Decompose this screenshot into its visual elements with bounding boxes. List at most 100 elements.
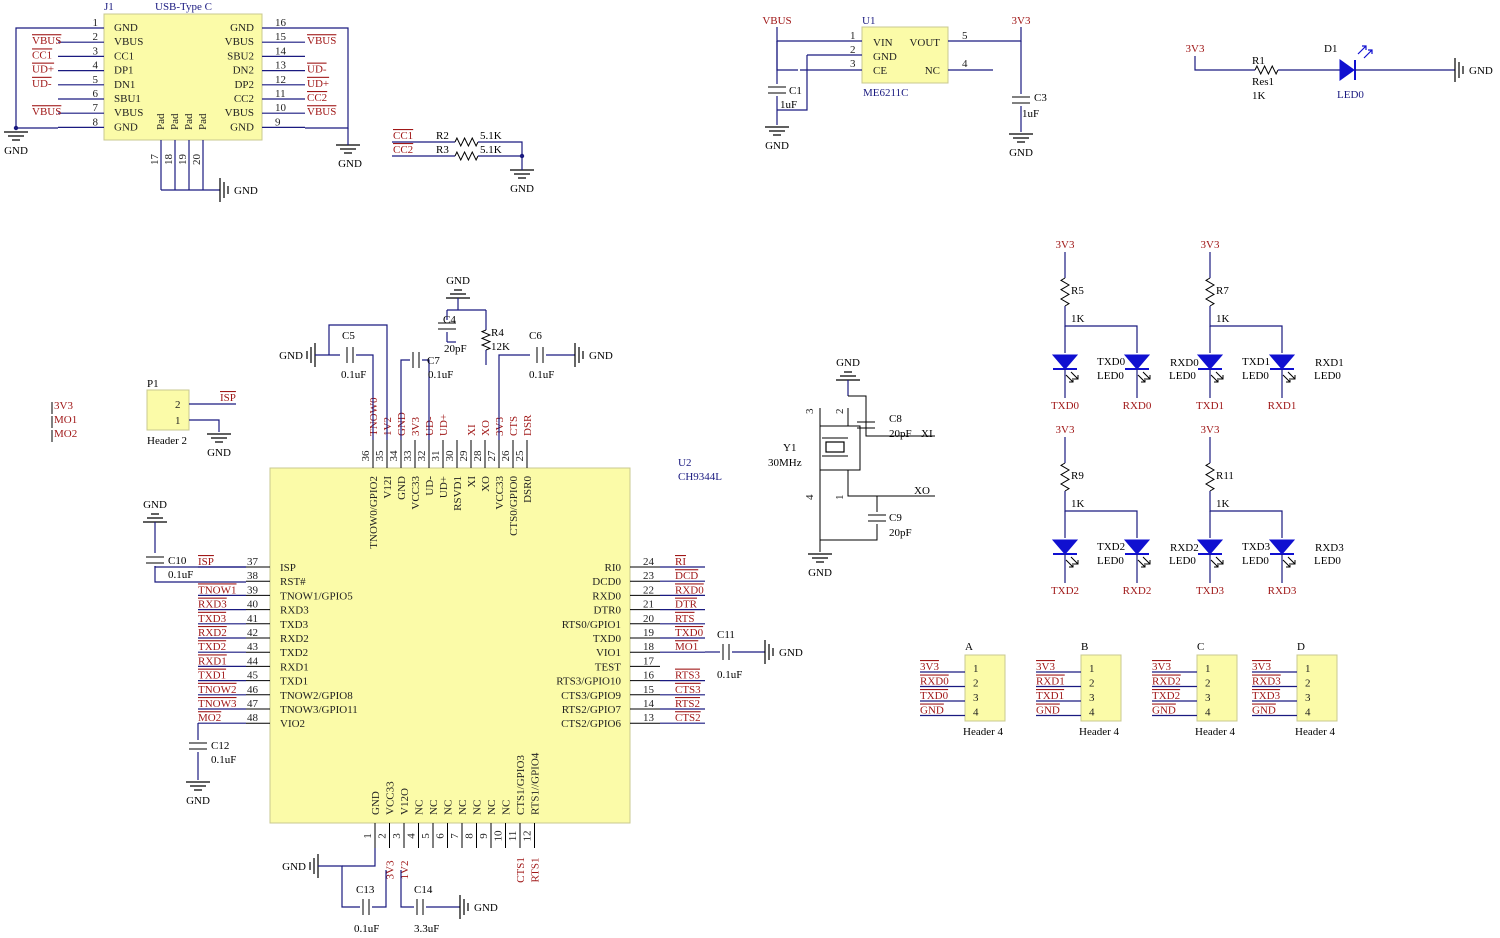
c13-ref: C13 xyxy=(356,884,375,896)
header4-net: GND xyxy=(920,705,944,717)
j1-pad-label: Pad xyxy=(155,113,167,130)
r1-sub: Res1 xyxy=(1252,76,1274,88)
j1-net-right: VBUS xyxy=(307,35,336,47)
led-group-tx-top: TXD1 xyxy=(1242,356,1270,368)
j1-pin-name: CC2 xyxy=(234,93,254,105)
y1-ref: Y1 xyxy=(783,442,796,454)
u2-pin-name: RSVD1 xyxy=(452,476,464,511)
header4-pin: 2 xyxy=(1089,678,1095,690)
header4-name: Header 4 xyxy=(963,726,1004,738)
led-group-rx-top: RXD1 xyxy=(1315,357,1344,369)
j1-pin-num: 15 xyxy=(275,31,287,43)
wire xyxy=(15,27,58,128)
u2-pin-num: 22 xyxy=(643,584,654,596)
u2-pin-name: NC xyxy=(443,800,455,815)
led-group-vcc: 3V3 xyxy=(1201,239,1220,251)
c9-val: 20pF xyxy=(889,527,912,539)
c8-ref: C8 xyxy=(889,413,902,425)
c10-val: 0.1uF xyxy=(168,569,193,581)
u2-pin-name: VCC33 xyxy=(494,476,506,510)
u2-pin-num: 41 xyxy=(247,613,258,625)
u2-pin-name: GND xyxy=(370,791,382,815)
y1-pin: 3 xyxy=(804,408,816,414)
led-group-tx: TXD3 xyxy=(1196,585,1225,597)
u2-pin-name: VCC33 xyxy=(385,781,397,815)
resistor-icon xyxy=(1060,277,1070,307)
c3-ref: C3 xyxy=(1034,92,1047,104)
c11-val: 0.1uF xyxy=(717,669,742,681)
led-group-rx-top: RXD0 xyxy=(1170,357,1199,369)
c13-val: 0.1uF xyxy=(354,923,379,935)
y1-pin: 1 xyxy=(834,495,846,501)
wire xyxy=(328,324,388,440)
p1-body xyxy=(146,389,190,431)
led-group-res-val: 1K xyxy=(1071,498,1085,510)
j1-pin-name: VBUS xyxy=(225,36,254,48)
resistor-icon xyxy=(1254,64,1279,76)
u2-top-net: GND xyxy=(396,412,408,436)
capacitor-icon xyxy=(868,514,886,522)
u2-pin-name: GND xyxy=(396,476,408,500)
j1-pin-name: GND xyxy=(114,22,138,34)
header4-pin: 4 xyxy=(1205,707,1211,719)
header4-pin: 2 xyxy=(1205,678,1211,690)
u2-bottom-net: RTS1 xyxy=(530,857,542,882)
wire xyxy=(1064,306,1138,353)
u2-pin-name: RTS2/GPIO7 xyxy=(562,704,622,716)
r3-net: CC2 xyxy=(393,144,413,156)
u2-pin-name: UD- xyxy=(424,476,436,496)
led-icon xyxy=(1196,539,1224,555)
u2-left-net: RXD1 xyxy=(198,655,227,667)
gnd-label: GND xyxy=(808,567,832,579)
wire xyxy=(422,359,430,440)
light-arrow-icon xyxy=(1282,371,1296,383)
side-net-label: MO1 xyxy=(54,414,77,426)
led-group-led-label: LED0 xyxy=(1242,555,1269,567)
u2-pin-name: DSR0 xyxy=(522,476,534,503)
u1-3v3: 3V3 xyxy=(1012,15,1031,27)
u2-top-net: XO xyxy=(480,420,492,436)
u2-pin-num: 19 xyxy=(643,627,655,639)
c6-ref: C6 xyxy=(529,330,542,342)
u2-pin-num: 42 xyxy=(247,627,258,639)
header4-pin: 1 xyxy=(1205,663,1211,675)
header4-net: RXD1 xyxy=(1036,676,1065,688)
header4-pin: 3 xyxy=(1305,692,1311,704)
gnd-icon xyxy=(207,433,231,443)
u2-pin-name: DCD0 xyxy=(592,576,621,588)
j1-pad-label: Pad xyxy=(197,113,209,130)
header4-ref: B xyxy=(1081,641,1088,653)
u2-pin-num: 21 xyxy=(643,599,654,611)
light-arrow-icon xyxy=(1357,45,1373,59)
p1-pin: 1 xyxy=(175,415,181,427)
j1-pin-num: 8 xyxy=(93,116,99,128)
d1-ref: D1 xyxy=(1324,43,1337,55)
led-group-tx: TXD0 xyxy=(1051,400,1080,412)
led-group-rx: RXD2 xyxy=(1123,585,1152,597)
led-icon xyxy=(1051,539,1079,555)
u2-top-net: 3V3 xyxy=(410,417,422,436)
r1-val: 1K xyxy=(1252,90,1266,102)
u2-pin-num: 6 xyxy=(435,833,447,839)
c14-val: 3.3uF xyxy=(414,923,439,935)
side-net-label: 3V3 xyxy=(54,400,73,412)
c12-val: 0.1uF xyxy=(211,754,236,766)
u2-pin-num: 16 xyxy=(643,670,655,682)
wire xyxy=(478,141,523,158)
header4-body xyxy=(1196,654,1238,722)
u2-pin-name: V12I xyxy=(382,476,394,499)
gnd-label: GND xyxy=(779,647,803,659)
header4-body xyxy=(1296,654,1338,722)
u2-right-net: CTS2 xyxy=(675,712,701,724)
led-group-led-label: LED0 xyxy=(1097,370,1124,382)
j1-pin-num: 14 xyxy=(275,45,287,57)
gnd-label: GND xyxy=(474,902,498,914)
light-arrow-icon xyxy=(1065,556,1079,568)
led-group-tx: TXD2 xyxy=(1051,585,1079,597)
j1-pin-num: 13 xyxy=(275,60,287,72)
j1-pin-num: 4 xyxy=(93,60,99,72)
gnd-label: GND xyxy=(765,140,789,152)
header4-net: GND xyxy=(1152,705,1176,717)
u1-pin: 3 xyxy=(850,58,856,70)
